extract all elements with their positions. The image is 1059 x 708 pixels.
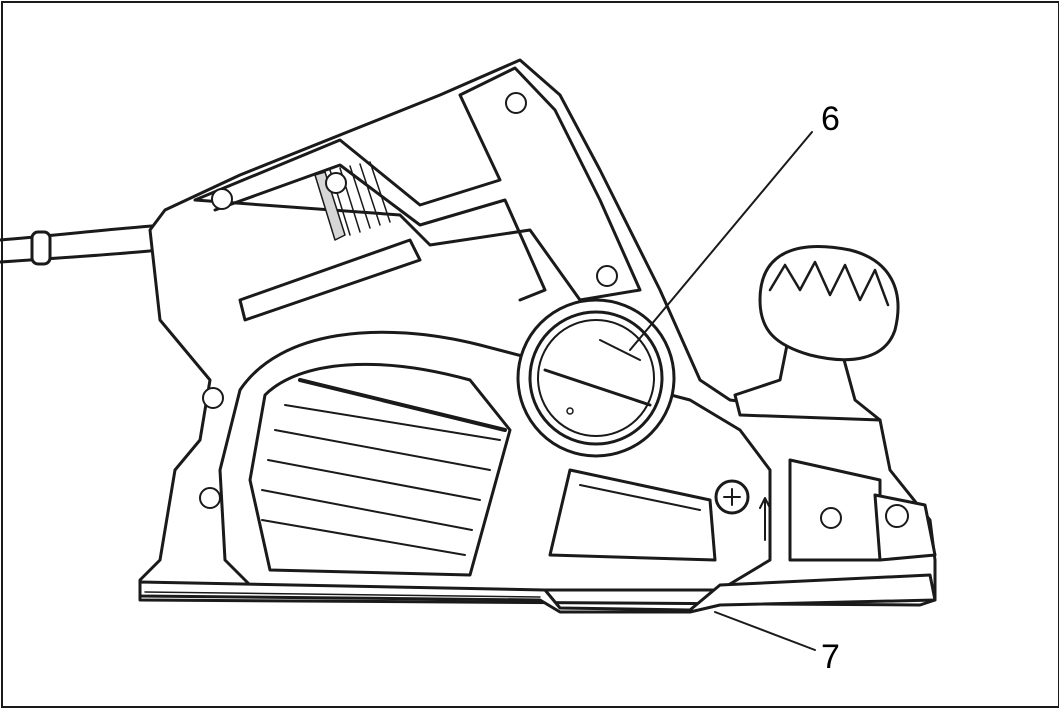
knob-screw: [714, 479, 771, 541]
chip-ejector-port: [516, 298, 676, 458]
handle-top: [193, 66, 642, 302]
callout-6: 6: [821, 100, 840, 138]
leader-line-6: [629, 131, 813, 351]
vent-slats: [261, 378, 507, 556]
front-shoe: [788, 458, 937, 562]
depth-adjust-knob: [733, 245, 900, 422]
callout-7: 7: [821, 638, 840, 676]
leader-line-7: [714, 611, 816, 651]
base-plate: [138, 573, 937, 614]
power-cord: [0, 223, 167, 266]
lower-vent: [548, 468, 717, 562]
